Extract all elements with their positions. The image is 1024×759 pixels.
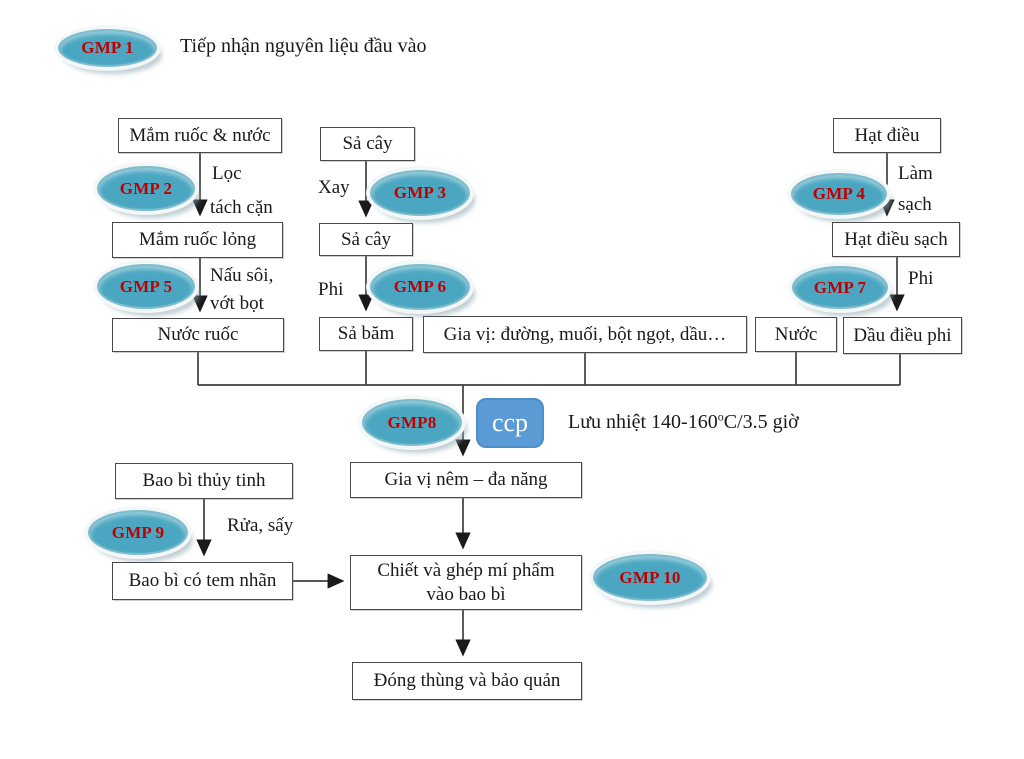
node-sa-cay-1: Sả cây	[320, 127, 415, 161]
edge-label-sach: sạch	[898, 194, 932, 215]
node-sa-cay-2: Sả cây	[319, 223, 413, 256]
node-hat-dieu-sach: Hạt điều sạch	[832, 222, 960, 257]
edge-label-nau-soi: Nấu sôi,	[210, 265, 274, 286]
node-bao-bi-thuy-tinh: Bao bì thủy tinh	[115, 463, 293, 499]
edge-label-rua-say: Rửa, sấy	[227, 515, 294, 536]
node-chiet: Chiết và ghép mí phẩm vào bao bì	[350, 555, 582, 610]
gmp-badge-8: GMP8	[362, 399, 462, 446]
gmp-badge-4: GMP 4	[791, 173, 887, 215]
heat-note-rest: C/3.5 giờ	[723, 411, 799, 433]
edge-label-xay: Xay	[318, 177, 350, 198]
edge-label-vot-bot: vớt bọt	[210, 293, 264, 314]
heat-note-degree: o	[717, 409, 724, 424]
gmp-badge-7: GMP 7	[792, 266, 888, 309]
node-dau-dieu-phi: Dầu điều phi	[843, 317, 962, 354]
node-sa-bam: Sả băm	[319, 317, 413, 351]
heat-note-text: Lưu nhiệt 140-160	[568, 411, 718, 433]
ccp-badge: ccp	[476, 398, 544, 448]
edge-label-phi-mid: Phi	[318, 279, 344, 300]
gmp-badge-2: GMP 2	[97, 166, 195, 211]
edge-label-phi-right: Phi	[908, 268, 934, 289]
gmp-badge-6: GMP 6	[370, 264, 470, 310]
gmp-badge-3: GMP 3	[370, 170, 470, 216]
gmp-badge-10: GMP 10	[593, 554, 707, 601]
heat-note: Lưu nhiệt 140-160oC/3.5 giờ	[568, 409, 799, 434]
gmp-badge-5: GMP 5	[97, 264, 195, 309]
flow-title: Tiếp nhận nguyên liệu đầu vào	[180, 35, 427, 57]
node-hat-dieu: Hạt điều	[833, 118, 941, 153]
edge-label-tach-can: tách cặn	[210, 197, 273, 218]
node-mam-ruoc-nuoc: Mắm ruốc & nước	[118, 118, 282, 153]
gmp-badge-1: GMP 1	[58, 29, 157, 67]
edge-label-lam: Làm	[898, 163, 933, 184]
edge-label-loc: Lọc	[212, 163, 242, 184]
node-bao-bi-tem: Bao bì có tem nhãn	[112, 562, 293, 600]
gmp-badge-9: GMP 9	[88, 510, 188, 555]
node-mam-ruoc-long: Mắm ruốc lỏng	[112, 222, 283, 258]
node-nuoc: Nước	[755, 317, 837, 352]
node-nuoc-ruoc: Nước ruốc	[112, 318, 284, 352]
node-gia-vi: Gia vị: đường, muối, bột ngọt, dầu…	[423, 316, 747, 353]
node-gia-vi-nem: Gia vị nêm – đa năng	[350, 462, 582, 498]
node-dong-thung: Đóng thùng và bảo quản	[352, 662, 582, 700]
